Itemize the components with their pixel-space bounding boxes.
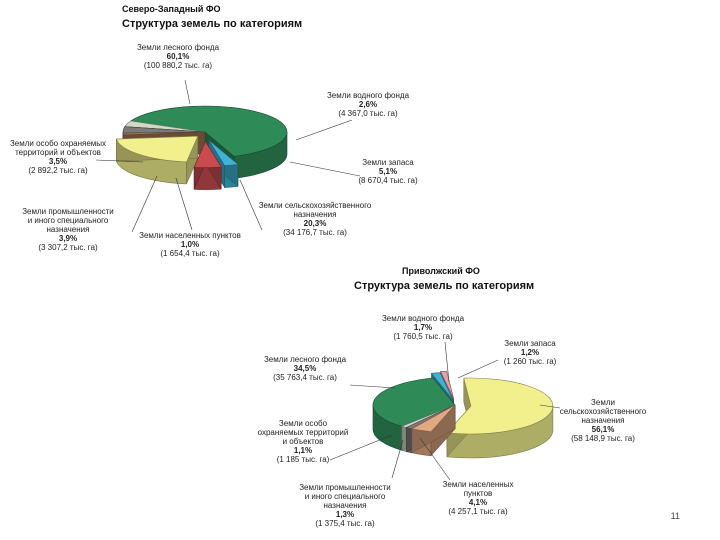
slice-label-line: (8 670,4 тыс. га) bbox=[358, 176, 418, 185]
slice-label-line: (58 148,9 тыс. га) bbox=[571, 434, 635, 443]
leader-line-water bbox=[295, 119, 353, 141]
leader-line-agri bbox=[239, 179, 263, 231]
slice-label-line: и иного специального bbox=[28, 216, 109, 225]
slice-label-line: 1,1% bbox=[294, 446, 312, 455]
leader-line-protected bbox=[329, 434, 393, 461]
slice-label-line: Земли промышленности bbox=[22, 207, 114, 216]
leader-line-forest bbox=[184, 79, 191, 105]
slice-label-line: сельскохозяйственного bbox=[560, 407, 647, 416]
slice-label-line: (1 654,4 тыс. га) bbox=[160, 249, 220, 258]
slice-label-line: (35 763,4 тыс. га) bbox=[273, 373, 337, 382]
slice-label-line: Земли населенных пунктов bbox=[139, 231, 241, 240]
slice-label-line: 4,1% bbox=[469, 498, 487, 507]
pie-slice-water bbox=[208, 139, 239, 189]
slice-label-line: Земли запаса bbox=[362, 158, 414, 167]
leader-line-reserve bbox=[289, 161, 361, 177]
pie-slice-agri bbox=[446, 377, 554, 459]
slice-label-line: Земли bbox=[591, 398, 615, 407]
slice-label-line: (3 307,2 тыс. га) bbox=[38, 243, 98, 252]
slice-label-line: назначения bbox=[294, 210, 337, 219]
slice-label-line: 5,1% bbox=[379, 167, 397, 176]
page-number: 11 bbox=[670, 511, 680, 521]
slice-label-line: 1,3% bbox=[336, 510, 354, 519]
leader-line-settle bbox=[419, 437, 451, 481]
slice-label-line: 2,6% bbox=[359, 100, 377, 109]
leader-line-water bbox=[444, 341, 450, 383]
slice-label-line: и объектов bbox=[283, 437, 324, 446]
slice-label-line: охраняемых территорий bbox=[258, 428, 349, 437]
slice-label-line: Земли лесного фонда bbox=[264, 355, 347, 364]
slice-label-line: Земли промышленности bbox=[299, 483, 391, 492]
slice-label-line: Земли особо охраняемых bbox=[10, 139, 106, 148]
slice-label-line: 56,1% bbox=[592, 425, 615, 434]
slice-label-line: 1,0% bbox=[181, 240, 199, 249]
slice-label-line: (1 260 тыс. га) bbox=[504, 357, 557, 366]
slice-label-line: пунктов bbox=[464, 489, 493, 498]
slice-label-line: (100 880,2 тыс. га) bbox=[144, 61, 213, 70]
slice-label-line: 34,5% bbox=[294, 364, 317, 373]
chart1-region: Северо-Западный ФО bbox=[122, 4, 221, 14]
slice-label-line: Земли лесного фонда bbox=[137, 43, 220, 52]
slice-label-line: Земли особо bbox=[279, 419, 328, 428]
slice-label-line: 1,2% bbox=[521, 348, 539, 357]
leader-line-industry bbox=[391, 439, 404, 479]
slice-label-line: (2 892,2 тыс. га) bbox=[28, 166, 88, 175]
leader-line-settle bbox=[175, 177, 193, 231]
slice-label-line: Земли запаса bbox=[504, 339, 556, 348]
slice-label-line: назначения bbox=[47, 225, 90, 234]
slice-label-line: 60,1% bbox=[167, 52, 190, 61]
slice-label-line: 20,3% bbox=[304, 219, 327, 228]
slice-label-line: и иного специального bbox=[305, 492, 386, 501]
leader-line-agri bbox=[539, 404, 561, 409]
slice-label-line: Земли водного фонда bbox=[382, 314, 465, 323]
slice-label-line: территорий и объектов bbox=[15, 148, 101, 157]
leader-line-protected bbox=[95, 159, 144, 163]
leader-line-industry bbox=[131, 175, 158, 233]
pie-slice-settle bbox=[411, 404, 456, 457]
slice-label-line: назначения bbox=[324, 501, 367, 510]
slice-label-line: 3,9% bbox=[59, 234, 77, 243]
slice-label-line: (1 185 тыс. га) bbox=[277, 455, 330, 464]
slice-label-line: назначения bbox=[582, 416, 625, 425]
slice-label-line: Земли сельскохозяйственного bbox=[259, 201, 372, 210]
chart2-title: Структура земель по категориям bbox=[354, 280, 535, 292]
slice-label-line: (34 176,7 тыс. га) bbox=[283, 228, 347, 237]
pie-slice-reserve bbox=[193, 140, 222, 190]
slice-label-line: (4 367,0 тыс. га) bbox=[338, 109, 398, 118]
slice-label-line: (1 375,4 тыс. га) bbox=[315, 519, 375, 528]
leader-line-forest bbox=[349, 384, 396, 389]
slice-label-line: Земли водного фонда bbox=[327, 91, 410, 100]
slice-label-line: (1 760,5 тыс. га) bbox=[393, 332, 453, 341]
slice-label-line: 3,5% bbox=[49, 157, 67, 166]
slice-label-line: (4 257,1 тыс. га) bbox=[448, 507, 508, 516]
slice-label-line: 1,7% bbox=[414, 323, 432, 332]
chart2-region: Приволжский ФО bbox=[402, 266, 480, 276]
chart1-title: Структура земель по категориям bbox=[122, 18, 303, 30]
pie-slice-agri bbox=[115, 135, 199, 185]
leader-line-reserve bbox=[457, 359, 499, 379]
slice-label-line: Земли населенных bbox=[443, 480, 514, 489]
